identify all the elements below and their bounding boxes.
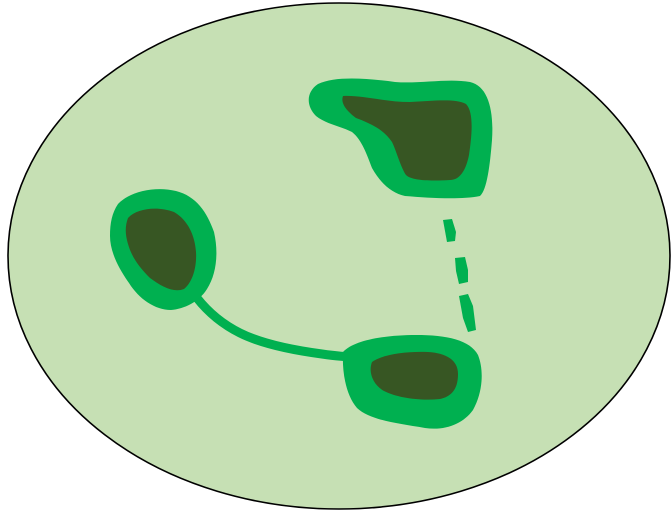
cell-body (8, 3, 670, 509)
